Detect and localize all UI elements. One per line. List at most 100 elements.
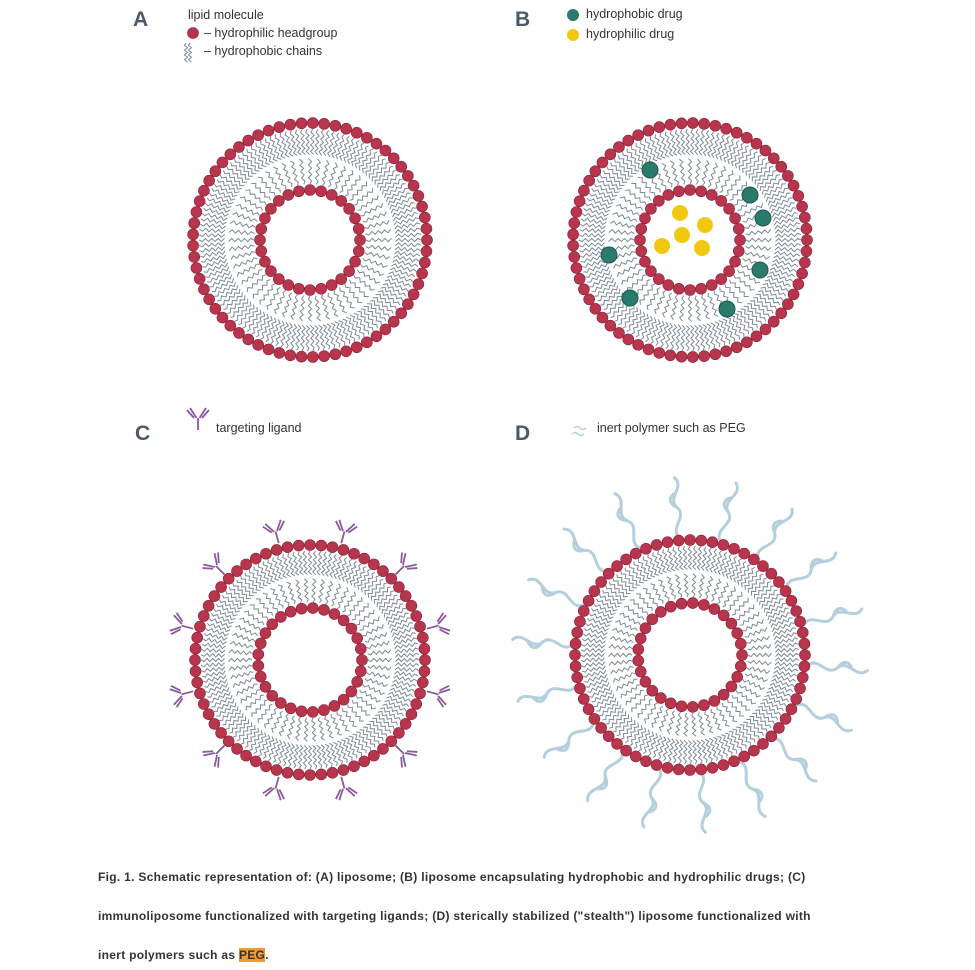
hydrophobic-chain-icon — [216, 702, 237, 717]
hydrophobic-chain-icon — [316, 744, 323, 769]
peg-strand — [697, 771, 712, 834]
hydrophobic-chain-icon — [228, 244, 255, 252]
headgroup — [577, 605, 590, 617]
hydrophobic-chain-icon — [612, 627, 636, 637]
headgroup — [653, 195, 665, 207]
headgroup — [757, 560, 769, 572]
hydrophobic-chain-icon — [394, 647, 419, 654]
hydrophobic-chain-icon — [309, 325, 315, 352]
hydrophobic-chain-icon — [585, 266, 610, 278]
headgroup — [197, 698, 210, 710]
targeting-ligand — [335, 519, 358, 544]
targeting-ligand — [335, 776, 358, 801]
hydrophobic-chain-icon — [228, 657, 253, 663]
headgroup — [216, 311, 229, 324]
hydrophobic-chain-icon — [240, 575, 258, 594]
hydrophobic-chain-icon — [747, 573, 764, 593]
hydrophobic-chain-icon — [389, 267, 416, 278]
headgroup — [419, 211, 431, 224]
hydrophobic-chain-icon — [386, 695, 409, 707]
hydrophobic-chain-icon — [204, 202, 231, 213]
hydrophobic-chain-icon — [211, 278, 235, 293]
hydrophobic-chain-icon — [359, 616, 380, 631]
headgroup — [775, 160, 788, 173]
headgroup — [798, 637, 811, 650]
hydrophobic-chain-icon — [739, 611, 760, 626]
hydrophobic-chain-icon — [722, 702, 738, 723]
headgroup — [653, 347, 666, 359]
hydrophobic-chain-icon — [223, 292, 243, 310]
hydrophobic-chain-icon — [711, 578, 722, 602]
headgroup — [706, 761, 719, 774]
hydrophobic-chain-icon — [228, 664, 253, 671]
hydrophobic-chain-icon — [314, 129, 320, 156]
hydrophobic-chain-icon — [348, 735, 362, 757]
hydrophobic-drug — [641, 161, 659, 179]
hydrophobic-chain-icon — [733, 561, 747, 583]
legend-inert-polymer: inert polymer such as PEG — [597, 421, 746, 435]
headgroup — [583, 174, 595, 187]
hydrophobic-chain-icon — [774, 227, 801, 234]
hydrophobic-chain-icon — [211, 613, 234, 625]
hydrophobic-chain-icon — [394, 250, 421, 258]
headgroup — [208, 590, 221, 602]
hydrophobic-chain-icon — [770, 617, 793, 628]
hydrophobic-chain-icon — [757, 705, 779, 721]
hydrophobic-chain-icon — [257, 176, 276, 197]
hydrophobic-chain-icon — [760, 286, 784, 302]
hydrophobic-chain-icon — [647, 554, 659, 576]
hydrophobic-chain-icon — [742, 679, 765, 691]
hydrophobic-chain-icon — [753, 581, 771, 599]
headgroup — [571, 671, 584, 684]
peg-strand — [516, 684, 578, 704]
hydrophobic-chain-icon — [629, 725, 643, 747]
headgroup — [284, 605, 297, 618]
hydrophobic-chain-icon — [583, 627, 608, 636]
hydrophobic-chain-icon — [635, 313, 649, 338]
hydrophobic-chain-icon — [612, 714, 630, 733]
hydrophilic-drug — [654, 238, 670, 254]
headgroup — [414, 687, 426, 700]
hydrophobic-chain-icon — [581, 642, 606, 649]
hydrophobic-chain-icon — [360, 571, 376, 593]
hydrophobic-chain-icon — [654, 134, 666, 159]
headgroup — [259, 255, 271, 268]
hydrophobic-chain-icon — [772, 674, 797, 683]
hydrophobic-chain-icon — [241, 269, 263, 285]
hydrophobic-chain-icon — [233, 158, 253, 177]
legend-targeting-ligand: targeting ligand — [216, 421, 302, 435]
hydrophobic-chain-icon — [667, 738, 676, 763]
liposome-d — [569, 534, 811, 776]
legend-chains: – hydrophobic chains — [204, 44, 323, 58]
hydrophobic-chain-icon — [285, 322, 294, 349]
legend-hydrophilic-drug: hydrophilic drug — [586, 27, 675, 41]
hydrophobic-chain-icon — [587, 270, 611, 283]
headgroup — [352, 223, 365, 235]
headgroup — [349, 212, 361, 225]
headgroup — [188, 251, 201, 263]
hydrophobic-chain-icon — [342, 591, 357, 613]
hydrophobic-drug — [718, 300, 736, 318]
hydrophobic-chain-icon — [260, 140, 274, 164]
headgroup — [304, 284, 316, 296]
hydrophobic-chain-icon — [721, 553, 733, 577]
hydrophobic-chain-icon — [209, 691, 231, 703]
hydrophobic-chain-icon — [738, 148, 754, 171]
hydrophobic-chain-icon — [314, 295, 322, 322]
headgroup — [222, 735, 235, 748]
headgroup — [602, 730, 615, 743]
hydrophobic-chain-icon — [710, 322, 721, 348]
headgroup — [266, 618, 279, 631]
headgroup — [639, 255, 651, 268]
hydrophobic-chain-icon — [622, 306, 638, 329]
headgroup — [767, 315, 780, 328]
hydrophobic-chain-icon — [773, 217, 800, 226]
hydrophobic-chain-icon — [613, 257, 638, 269]
hydrophobic-chain-icon — [582, 665, 606, 673]
headgroup — [270, 544, 283, 556]
peg-polymer — [511, 635, 574, 650]
headgroup — [326, 541, 339, 554]
hydrophobic-chain-icon — [687, 158, 693, 185]
headgroup — [787, 288, 800, 301]
hydrophobic-chain-icon — [680, 324, 686, 351]
